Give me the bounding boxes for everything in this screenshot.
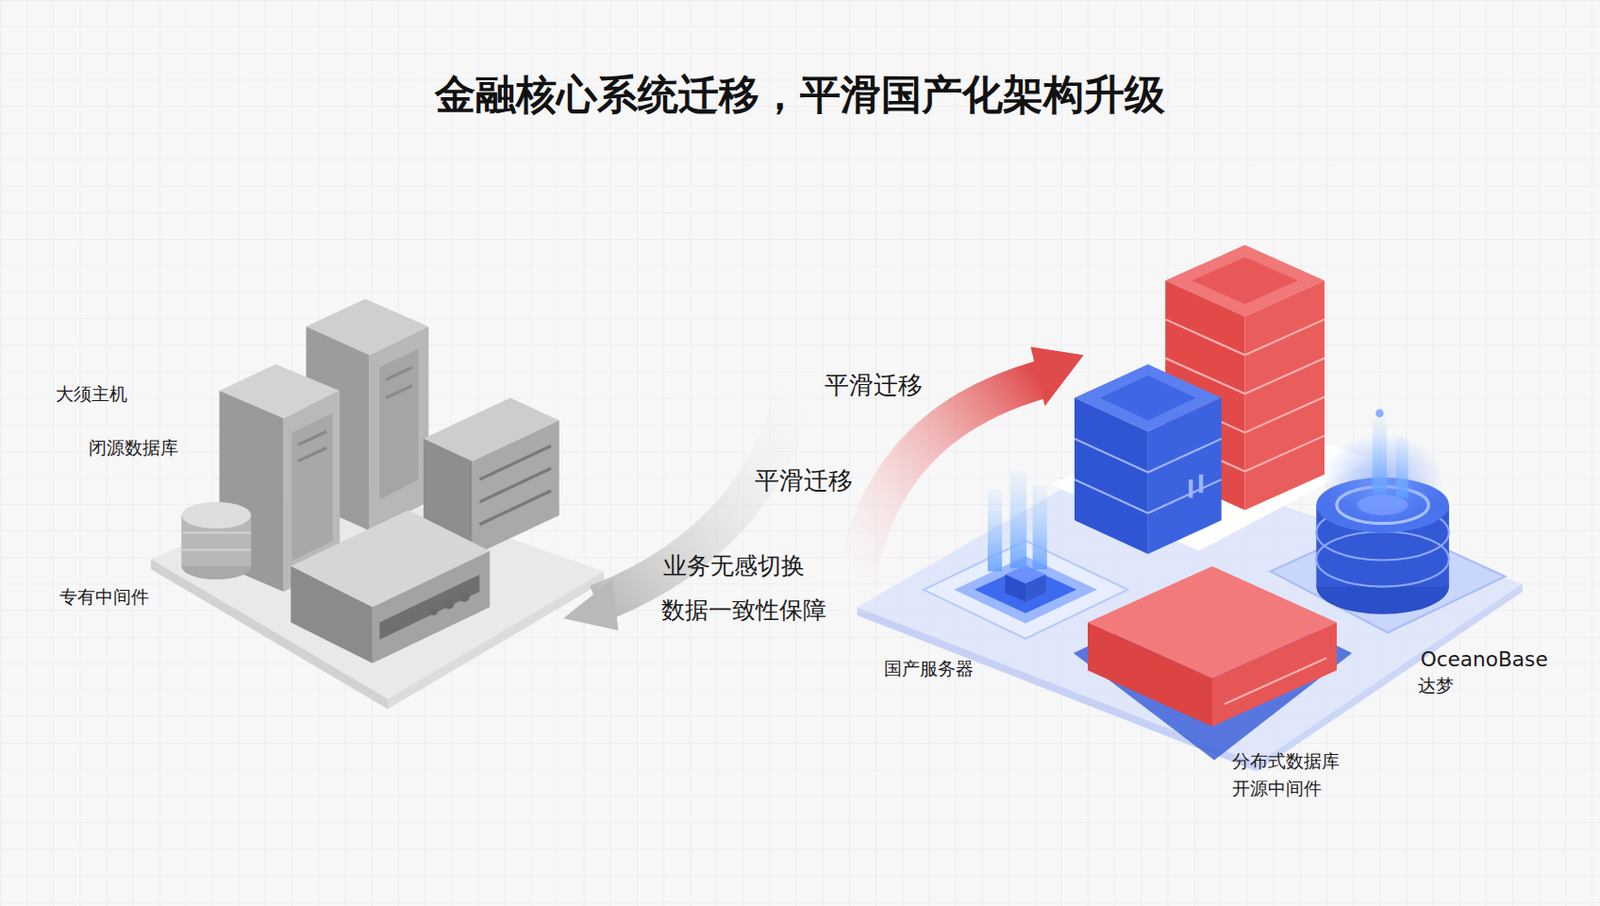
- label: 业务无感切换: [663, 551, 805, 581]
- label: 平滑迁移: [824, 370, 923, 400]
- label: 专有中间件: [59, 585, 150, 608]
- label: 国产服务器: [883, 657, 974, 680]
- label: 分布式数据库: [1232, 750, 1340, 772]
- label: 大须主机: [55, 383, 128, 405]
- title: 金融核心系统迁移，平滑国产化架构升级: [0, 66, 1600, 123]
- label: 闭源数据库: [88, 436, 179, 459]
- chip-server: [923, 470, 1128, 638]
- database-cylinder: [1270, 409, 1506, 634]
- label: 平滑迁移: [754, 466, 853, 496]
- label: 开源中间件: [1232, 777, 1322, 800]
- blue-server-stack: [1074, 364, 1222, 554]
- label: 数据一致性保障: [661, 596, 827, 625]
- label: 达梦: [1417, 674, 1454, 697]
- legacy-platform: [150, 299, 604, 710]
- distributed-db-box: [1073, 566, 1352, 760]
- label: OceanoBase: [1420, 647, 1549, 672]
